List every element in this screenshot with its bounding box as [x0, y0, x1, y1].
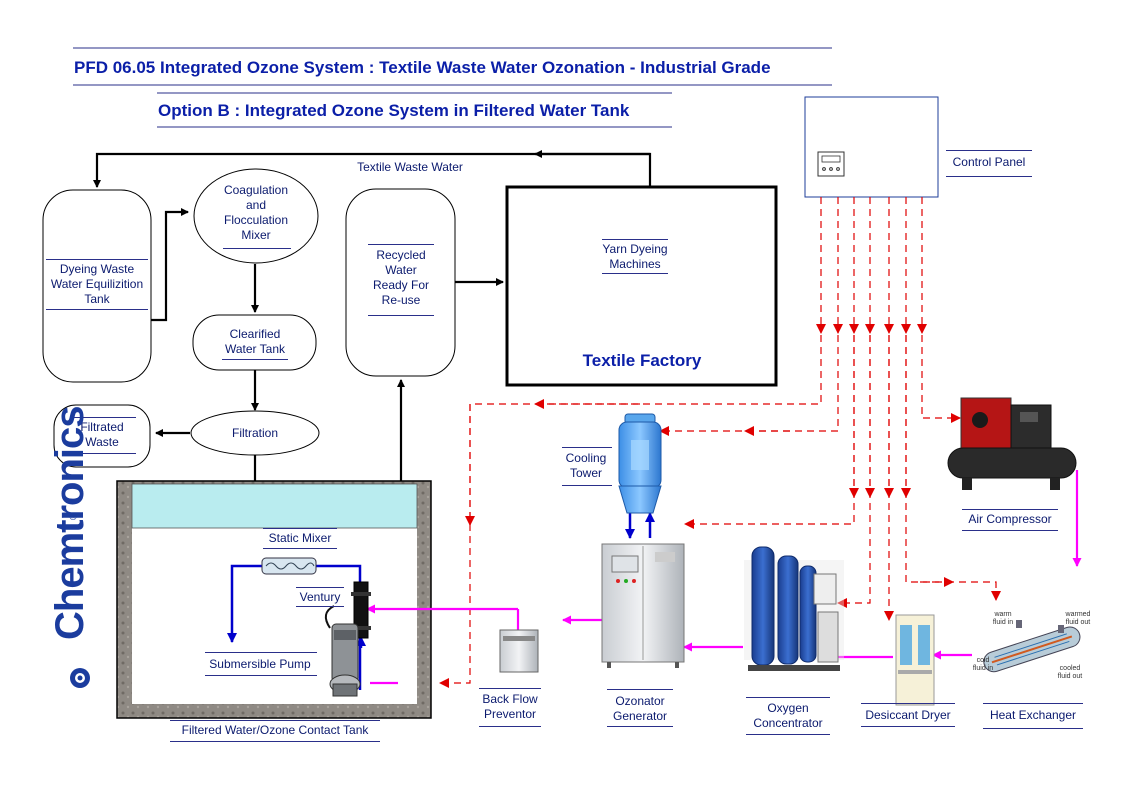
filtration-label: Filtration — [231, 426, 278, 440]
venturi-icon — [351, 581, 371, 639]
ozonator-label: Ozonator Generator — [612, 694, 668, 723]
textile-factory-label: Textile Factory — [582, 351, 702, 370]
recycled-water-tank — [345, 188, 456, 377]
cooling-tower-icon — [618, 413, 662, 514]
textile-factory — [505, 185, 778, 387]
coagulation-mixer-label: Coagulation and Flocculation Mixer — [223, 183, 289, 242]
textile-waste-water-label: Textile Waste Water — [357, 160, 463, 174]
brand-registered-mark: ® — [69, 512, 77, 523]
cooled-fluid-out-label: cooled fluid out — [1057, 665, 1083, 680]
oxygen-concentrator-label: Oxygen Concentrator — [753, 701, 823, 730]
page-title: PFD 06.05 Integrated Ozone System : Text… — [74, 58, 771, 77]
clarified-water-tank — [192, 314, 317, 371]
clarified-tank-label: Clearified Water Tank — [224, 327, 286, 356]
control-panel-display-icon — [817, 151, 845, 177]
static-mixer-label: Static Mixer — [268, 531, 332, 545]
contact-tank-label: Filtered Water/Ozone Contact Tank — [181, 723, 369, 737]
filtrated-waste-bin — [53, 404, 151, 468]
desiccant-dryer-icon — [895, 614, 935, 706]
coagulation-mixer — [193, 168, 319, 264]
equalization-tank-label: Dyeing Waste Water Equilizition Tank — [50, 262, 144, 306]
back-flow-label: Back Flow Preventor — [482, 692, 538, 721]
air-compressor-icon — [947, 397, 1077, 490]
oxygen-concentrator-icon — [744, 546, 844, 671]
waste-water-return-line — [93, 152, 652, 188]
page-subtitle: Option B : Integrated Ozone System in Fi… — [158, 101, 630, 120]
desiccant-dryer-label: Desiccant Dryer — [865, 708, 951, 722]
ozonator-generator-icon — [601, 543, 685, 668]
air-compressor-label: Air Compressor — [968, 512, 1052, 526]
back-flow-preventor-icon — [499, 629, 539, 673]
filtrated-waste-label: Filtrated Waste — [80, 420, 124, 449]
equalization-to-mixer-line — [151, 208, 189, 322]
submersible-pump-icon — [324, 605, 361, 697]
static-mixer-icon — [261, 557, 317, 575]
filtration-unit — [190, 410, 320, 456]
warm-fluid-in-label: warm fluid in — [992, 611, 1014, 626]
cooling-tower-label: Cooling Tower — [565, 451, 607, 480]
submersible-pump-label: Submersible Pump — [209, 657, 311, 671]
heat-exchanger-icon — [983, 620, 1081, 673]
control-panel — [804, 96, 939, 198]
control-panel-label: Control Panel — [952, 155, 1026, 169]
equalization-tank — [42, 189, 152, 383]
cold-fluid-in-label: cold fluid in — [972, 657, 994, 672]
heat-exchanger-label: Heat Exchanger — [989, 708, 1077, 722]
chemtronics-logo-icon — [70, 668, 90, 688]
warmed-fluid-out-label: warmed fluid out — [1065, 611, 1091, 626]
yarn-dyeing-label: Yarn Dyeing Machines — [602, 242, 668, 271]
venturi-label: Ventury — [299, 590, 341, 604]
ozone-contact-tank — [116, 480, 432, 719]
recycled-water-label: Recycled Water Ready For Re-use — [372, 248, 430, 307]
